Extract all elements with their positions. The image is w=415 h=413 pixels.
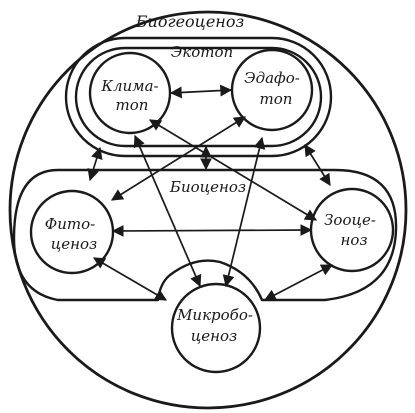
climatope-node: [88, 51, 172, 135]
arrow-climatope-edaphotope: [169, 84, 233, 99]
climatope-label-line2: топ: [116, 96, 149, 114]
relation-arrows: [87, 84, 334, 301]
arrow-edaphotope-microbocenosis: [222, 136, 266, 288]
arrow-climatope-phytocenosis: [87, 146, 103, 182]
arrow-zoocenosis-microbocenosis: [263, 264, 334, 301]
zoocenosis-node: [309, 187, 395, 273]
climatope-label-line1: Клима-: [100, 77, 158, 95]
phytocenosis-label-line1: Фито-: [45, 215, 95, 233]
zoocenosis-label-line2: ноз: [340, 231, 367, 249]
edaphotope-node: [230, 48, 314, 132]
microbocenosis-node: [170, 282, 262, 374]
arrow-phytocenosis-zoocenosis: [111, 224, 313, 237]
edaphotope-label-line2: топ: [260, 90, 293, 108]
edaphotope-label-line1: Эдафо-: [244, 69, 300, 87]
arrow-phytocenosis-microbocenosis: [92, 257, 168, 301]
arrow-edaphotope-zoocenosis: [304, 143, 331, 187]
biocenosis-boundary: [12, 168, 398, 302]
biogeocenosis-boundary: [8, 10, 408, 410]
zoocenosis-label-line1: Зооце-: [324, 211, 376, 229]
ecotope-label: Экотоп: [171, 43, 233, 61]
arrow-climatope-microbocenosis: [133, 134, 202, 288]
biogeocenosis-label: Биогеоценоз: [135, 12, 244, 31]
biocenosis-label: Биоценоз: [169, 178, 246, 196]
microbocenosis-label-line1: Микробо-: [176, 306, 253, 324]
microbocenosis-label-line2: ценоз: [191, 327, 237, 345]
phytocenosis-label-line2: ценоз: [51, 235, 97, 253]
phytocenosis-node: [29, 189, 115, 275]
